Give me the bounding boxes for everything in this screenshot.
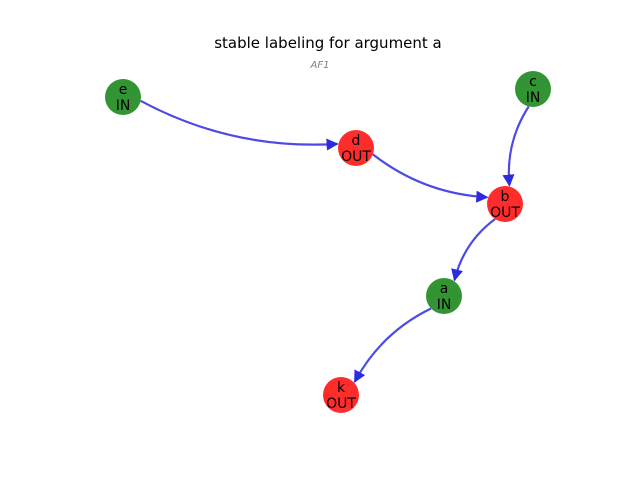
edge-c-b	[502, 105, 530, 187]
node-d-status: OUT	[341, 149, 371, 165]
node-a-circle	[426, 278, 462, 314]
node-d-name: d	[352, 133, 361, 149]
node-e-circle	[105, 79, 141, 115]
node-b-status: OUT	[490, 205, 520, 221]
node-e: eIN	[105, 79, 141, 115]
node-k-circle	[323, 377, 359, 413]
edge-e-d	[140, 99, 339, 151]
edge-d-b	[372, 153, 489, 203]
node-c-circle	[515, 71, 551, 107]
node-d-circle	[338, 130, 374, 166]
node-e-name: e	[119, 82, 128, 98]
node-c-name: c	[529, 74, 537, 90]
node-c: cIN	[515, 71, 551, 107]
node-a-name: a	[440, 281, 449, 297]
node-a: aIN	[426, 278, 462, 314]
node-a-status: IN	[437, 297, 452, 313]
node-b-circle	[487, 186, 523, 222]
edge-layer	[140, 99, 530, 383]
node-e-status: IN	[116, 98, 131, 114]
edge-b-a	[451, 218, 496, 282]
node-k-status: OUT	[326, 396, 356, 412]
diagram-title: stable labeling for argument a	[214, 34, 442, 52]
diagram-subtitle: AF1	[310, 60, 330, 71]
edge-a-k	[353, 307, 432, 383]
node-k-name: k	[337, 380, 346, 396]
node-c-status: IN	[526, 90, 541, 106]
node-b-name: b	[501, 189, 510, 205]
